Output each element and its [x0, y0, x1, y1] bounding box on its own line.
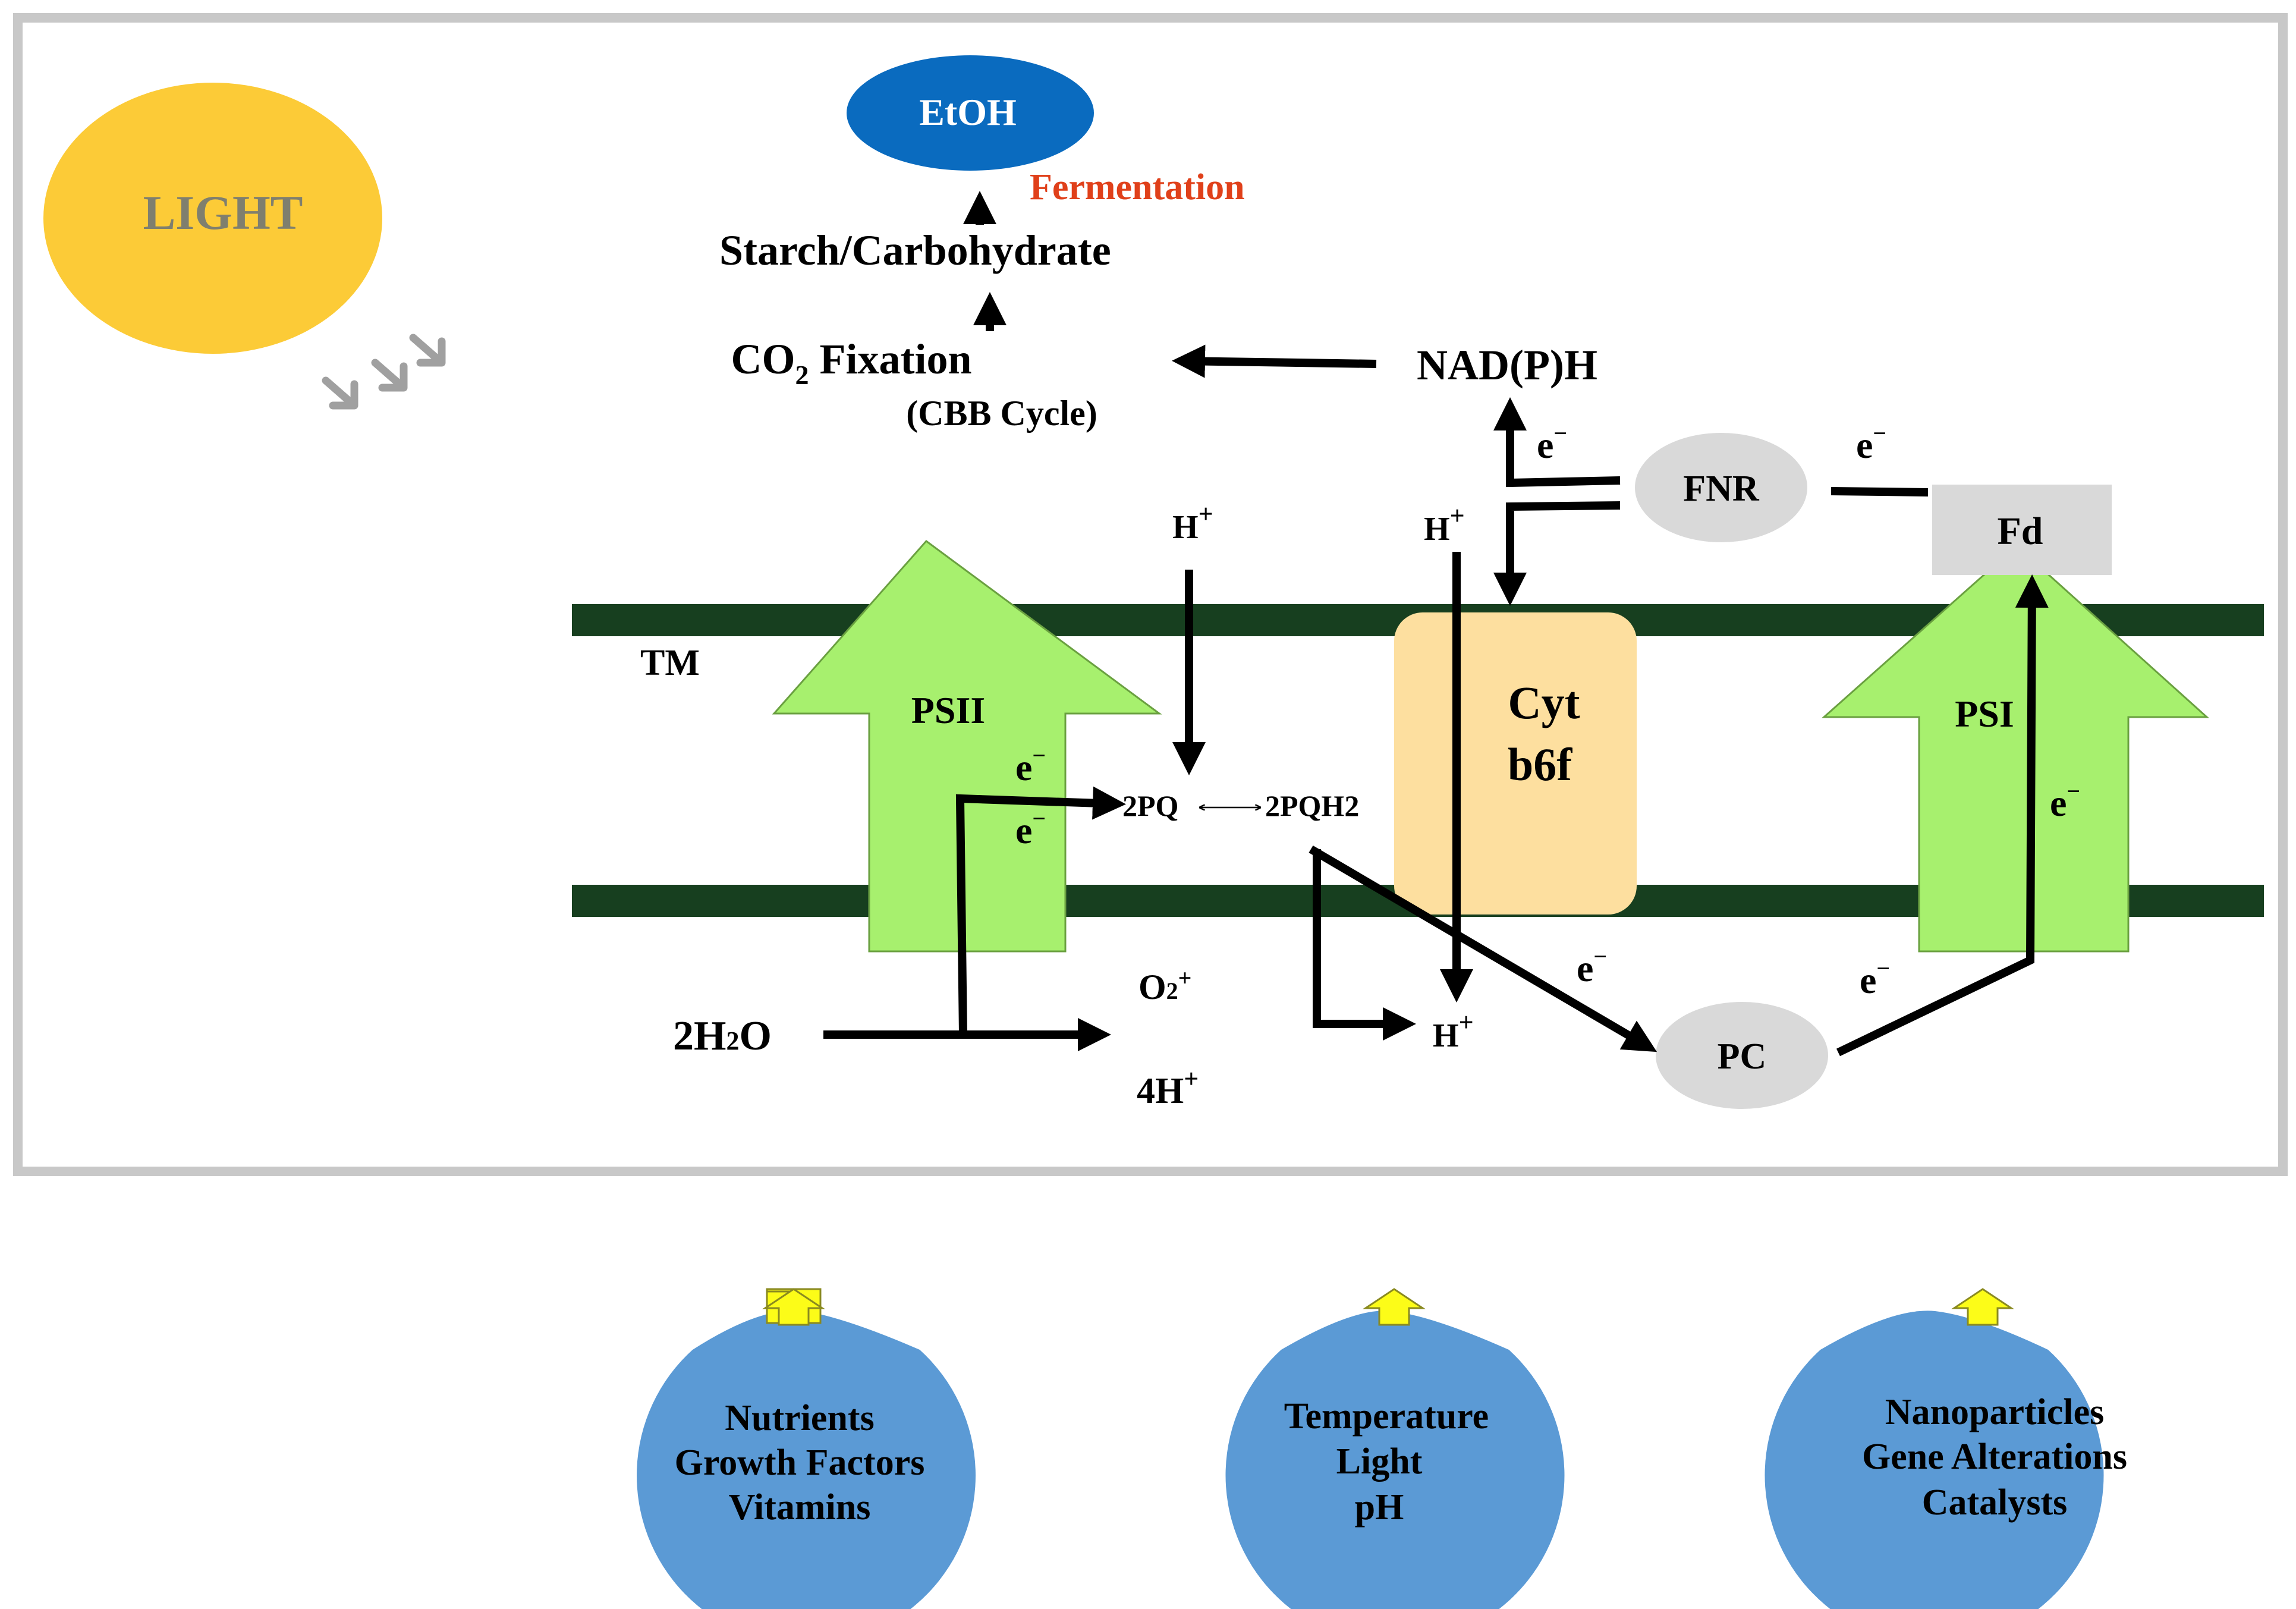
- starch-label: Starch/Carbohydrate: [719, 227, 1111, 274]
- etoh-node: [847, 55, 1094, 171]
- electron-transport-arrows: [823, 397, 2049, 1057]
- four-protons-label: 4H+: [1137, 1064, 1199, 1111]
- factor-group-2: Temperature Light pH: [1225, 1288, 1565, 1609]
- light-source-icon: [43, 83, 382, 354]
- product-arrows: [963, 191, 1377, 378]
- water-to-pq-arrow: [955, 786, 1126, 1035]
- factor-2-line-3: pH: [1355, 1487, 1404, 1528]
- fnr-to-cyt-arrow: [1493, 501, 1621, 606]
- yellow-up-arrow-icon: [762, 1288, 825, 1326]
- psii-label: PSII: [911, 689, 986, 731]
- fnr-node: [1635, 433, 1807, 542]
- oxygen-label: O2+: [1138, 964, 1191, 1007]
- pq-label: 2PQ: [1122, 789, 1178, 822]
- pqh2-label: 2PQH2: [1265, 789, 1359, 822]
- yellow-up-arrow-icon: [1951, 1288, 2014, 1326]
- factor-3-line-1: Nanoparticles: [1885, 1392, 2105, 1432]
- psi-label: PSI: [1955, 693, 2014, 735]
- yellow-up-arrow-icon: [1363, 1288, 1426, 1326]
- fnr-to-nadph-arrow: [1493, 397, 1621, 488]
- fnr-label: FNR: [1683, 469, 1760, 509]
- fd-to-fnr-line: [1830, 487, 1929, 496]
- factor-shape: [637, 1310, 976, 1609]
- factor-group-3: Nanoparticles Gene Alterations Catalysts: [1765, 1288, 2127, 1609]
- pc-to-fd-arrow: [1836, 574, 2049, 1057]
- proton-label-lumen: H+: [1433, 1008, 1474, 1054]
- diagram-frame: [13, 13, 2288, 1176]
- pqh2-to-lumen-proton-arrow: [1313, 849, 1416, 1041]
- factor-2-line-2: Light: [1336, 1441, 1423, 1482]
- factor-1-line-1: Nutrients: [725, 1398, 874, 1438]
- water-label: 2H2O: [673, 1013, 772, 1059]
- electron-label-psii-1: e−: [1015, 742, 1046, 788]
- cyt-label-line1: Cyt: [1508, 677, 1580, 728]
- factor-1-line-3: Vitamins: [729, 1487, 871, 1528]
- co2-fixation-label: CO2 Fixation: [731, 335, 971, 390]
- electron-label-psi-lower: e−: [1860, 955, 1890, 1001]
- electron-label-fd-out: e−: [1856, 420, 1886, 466]
- electron-label-psi: e−: [2050, 778, 2080, 824]
- electron-label-fnr-out: e−: [1537, 420, 1567, 466]
- membrane-label: TM: [640, 643, 700, 683]
- fd-node: [1932, 485, 2112, 575]
- factor-shape: [1225, 1311, 1565, 1609]
- factor-3-line-3: Catalysts: [1922, 1482, 2068, 1523]
- electron-labels: e− e− e− e− e− e− e−: [1015, 420, 2080, 1001]
- electron-label-psii-2: e−: [1015, 805, 1046, 851]
- proton-label-stroma-pq: H+: [1172, 499, 1213, 546]
- light-label: LIGHT: [143, 186, 303, 240]
- fd-label: Fd: [1997, 510, 2043, 553]
- psi-complex: [1822, 544, 2209, 953]
- etoh-label: EtOH: [919, 91, 1017, 133]
- pc-label: PC: [1718, 1036, 1767, 1077]
- electron-label-pc: e−: [1577, 943, 1607, 989]
- pqh2-to-pc-arrow: [1309, 845, 1657, 1052]
- cbb-cycle-label: (CBB Cycle): [906, 394, 1097, 433]
- pc-node: [1656, 1002, 1828, 1109]
- cyt-label-line2: b6f: [1508, 738, 1572, 790]
- psii-complex: [772, 539, 1162, 953]
- factor-1-line-2: Growth Factors: [675, 1443, 925, 1483]
- factor-3-line-2: Gene Alterations: [1862, 1437, 2127, 1477]
- factor-group-1: Nutrients Growth Factors Vitamins: [637, 1288, 976, 1609]
- proton-label-stroma-cyt: H+: [1424, 501, 1465, 548]
- factor-2-line-1: Temperature: [1284, 1396, 1489, 1437]
- factor-shape: [1765, 1311, 2104, 1609]
- nadph-label: NAD(P)H: [1417, 341, 1597, 389]
- arrow-nadph-to-co2: [1172, 344, 1377, 378]
- fermentation-label: Fermentation: [1030, 167, 1245, 208]
- light-rays-icon: [322, 334, 446, 410]
- proton-labels: H+ H+ H+: [1172, 499, 1474, 1054]
